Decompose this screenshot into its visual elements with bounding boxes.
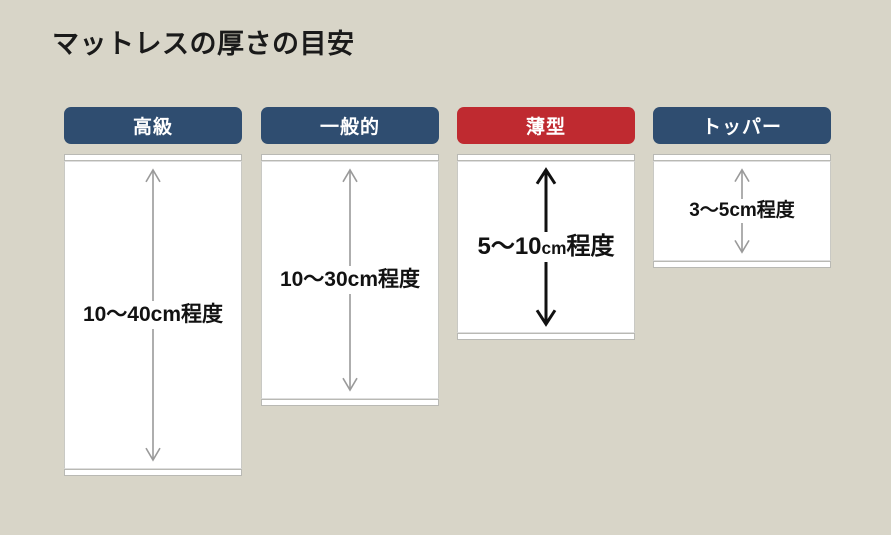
thickness-suffix: 程度: [756, 199, 795, 221]
mattress-top-edge: [261, 154, 439, 161]
mattress-top-edge: [457, 154, 635, 161]
thickness-value: 10〜30cm: [279, 268, 379, 292]
thickness-value: 10〜40cm: [82, 303, 182, 327]
mattress-block-thin: 5〜10cm程度: [457, 154, 635, 340]
mattress-column-topper: トッパー 3〜5cm程度: [653, 107, 831, 268]
category-tab-label: トッパー: [701, 117, 782, 138]
mattress-column-thin: 薄型 5〜10cm程度: [457, 107, 635, 340]
mattress-top-edge: [64, 154, 242, 161]
mattress-bottom-edge: [653, 261, 831, 268]
mattress-block-topper: 3〜5cm程度: [653, 154, 831, 268]
mattress-top-edge: [653, 154, 831, 161]
category-tab-standard[interactable]: 一般的: [261, 107, 439, 144]
thickness-value: 5〜10: [477, 232, 542, 260]
mattress-body: 10〜40cm程度: [64, 161, 242, 469]
thickness-label: 3〜5cm程度: [683, 198, 801, 224]
category-tab-premium[interactable]: 高級: [64, 107, 242, 144]
thickness-suffix: 程度: [181, 303, 224, 327]
mattress-bottom-edge: [261, 399, 439, 406]
mattress-body: 10〜30cm程度: [261, 161, 439, 399]
mattress-bottom-edge: [457, 333, 635, 340]
thickness-label: 5〜10cm程度: [471, 231, 621, 263]
category-tab-label: 一般的: [319, 117, 380, 138]
mattress-bottom-edge: [64, 469, 242, 476]
category-tab-thin[interactable]: 薄型: [457, 107, 635, 144]
mattress-body: 5〜10cm程度: [457, 161, 635, 333]
category-tab-label: 薄型: [525, 117, 566, 138]
thickness-suffix: 程度: [378, 268, 421, 292]
mattress-block-standard: 10〜30cm程度: [261, 154, 439, 406]
thickness-unit: cm: [541, 237, 567, 258]
thickness-suffix: 程度: [566, 232, 615, 260]
page-title: マットレスの厚さの目安: [52, 29, 355, 59]
thickness-value: 3〜5cm: [689, 199, 757, 221]
category-tab-topper[interactable]: トッパー: [653, 107, 831, 144]
mattress-column-standard: 一般的 10〜30cm程度: [261, 107, 439, 406]
mattress-body: 3〜5cm程度: [653, 161, 831, 261]
mattress-block-premium: 10〜40cm程度: [64, 154, 242, 476]
category-tab-label: 高級: [132, 117, 173, 138]
thickness-label: 10〜40cm程度: [76, 301, 230, 329]
mattress-column-premium: 高級 10〜40cm程度: [64, 107, 242, 476]
thickness-label: 10〜30cm程度: [273, 266, 427, 294]
